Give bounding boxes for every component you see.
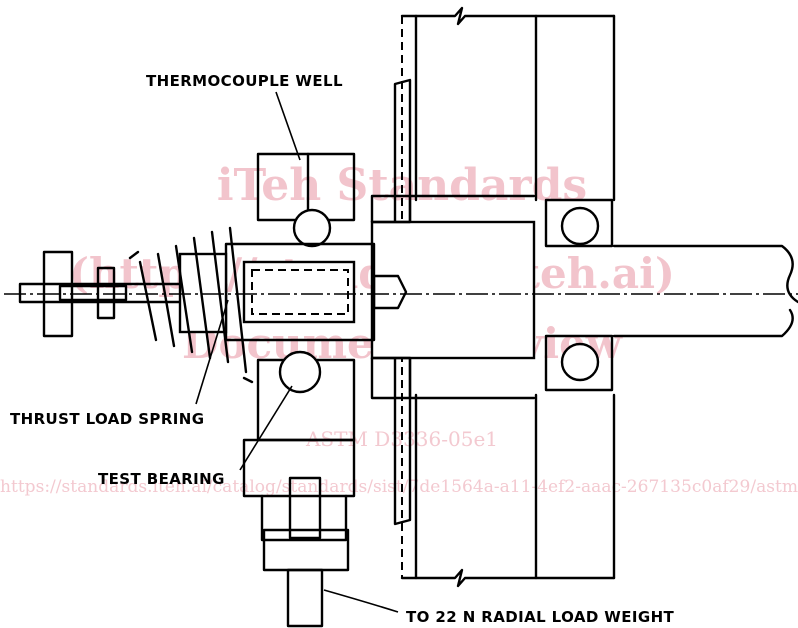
- leader-lines: [195, 91, 399, 613]
- thrust-load-spring: [128, 226, 254, 384]
- test-bearing-ball-bottom: [278, 350, 322, 394]
- hub-body: [370, 220, 536, 360]
- test-bearing-ball-top: [292, 208, 332, 248]
- support-bearing-bottom: [544, 334, 614, 392]
- shaft-tip: [372, 274, 408, 310]
- test-bearing-housing: [224, 152, 408, 628]
- thrust-load-spring-label: THRUST LOAD SPRING: [10, 410, 204, 428]
- housing-and-shaft: [393, 6, 798, 588]
- watermark-line-5: https://standards.iteh.ai/catalog/standa…: [0, 477, 798, 497]
- support-bearing-top: [544, 198, 614, 248]
- test-bearing-label: TEST BEARING: [98, 470, 225, 488]
- thermocouple-leader: [275, 91, 301, 161]
- weight-leader: [323, 589, 399, 613]
- radial-load-rod: [286, 568, 324, 628]
- spring-leader: [195, 299, 229, 405]
- housing-base: [242, 438, 356, 498]
- thrust-spring-assembly: [18, 226, 254, 384]
- seal-plate: [393, 78, 412, 526]
- thermocouple-well-label: THERMOCOUPLE WELL: [146, 72, 343, 90]
- housing-bottom-break: [400, 568, 616, 588]
- housing-top-break: [400, 6, 616, 26]
- hanger-thread: [288, 476, 322, 540]
- load-hanger: [260, 494, 348, 542]
- drive-shaft: [612, 244, 798, 338]
- nut-left: [42, 250, 74, 338]
- spindle-hub: [370, 194, 614, 400]
- radial-load-label: TO 22 N RADIAL LOAD WEIGHT: [406, 608, 675, 626]
- bearing-leader: [239, 385, 293, 471]
